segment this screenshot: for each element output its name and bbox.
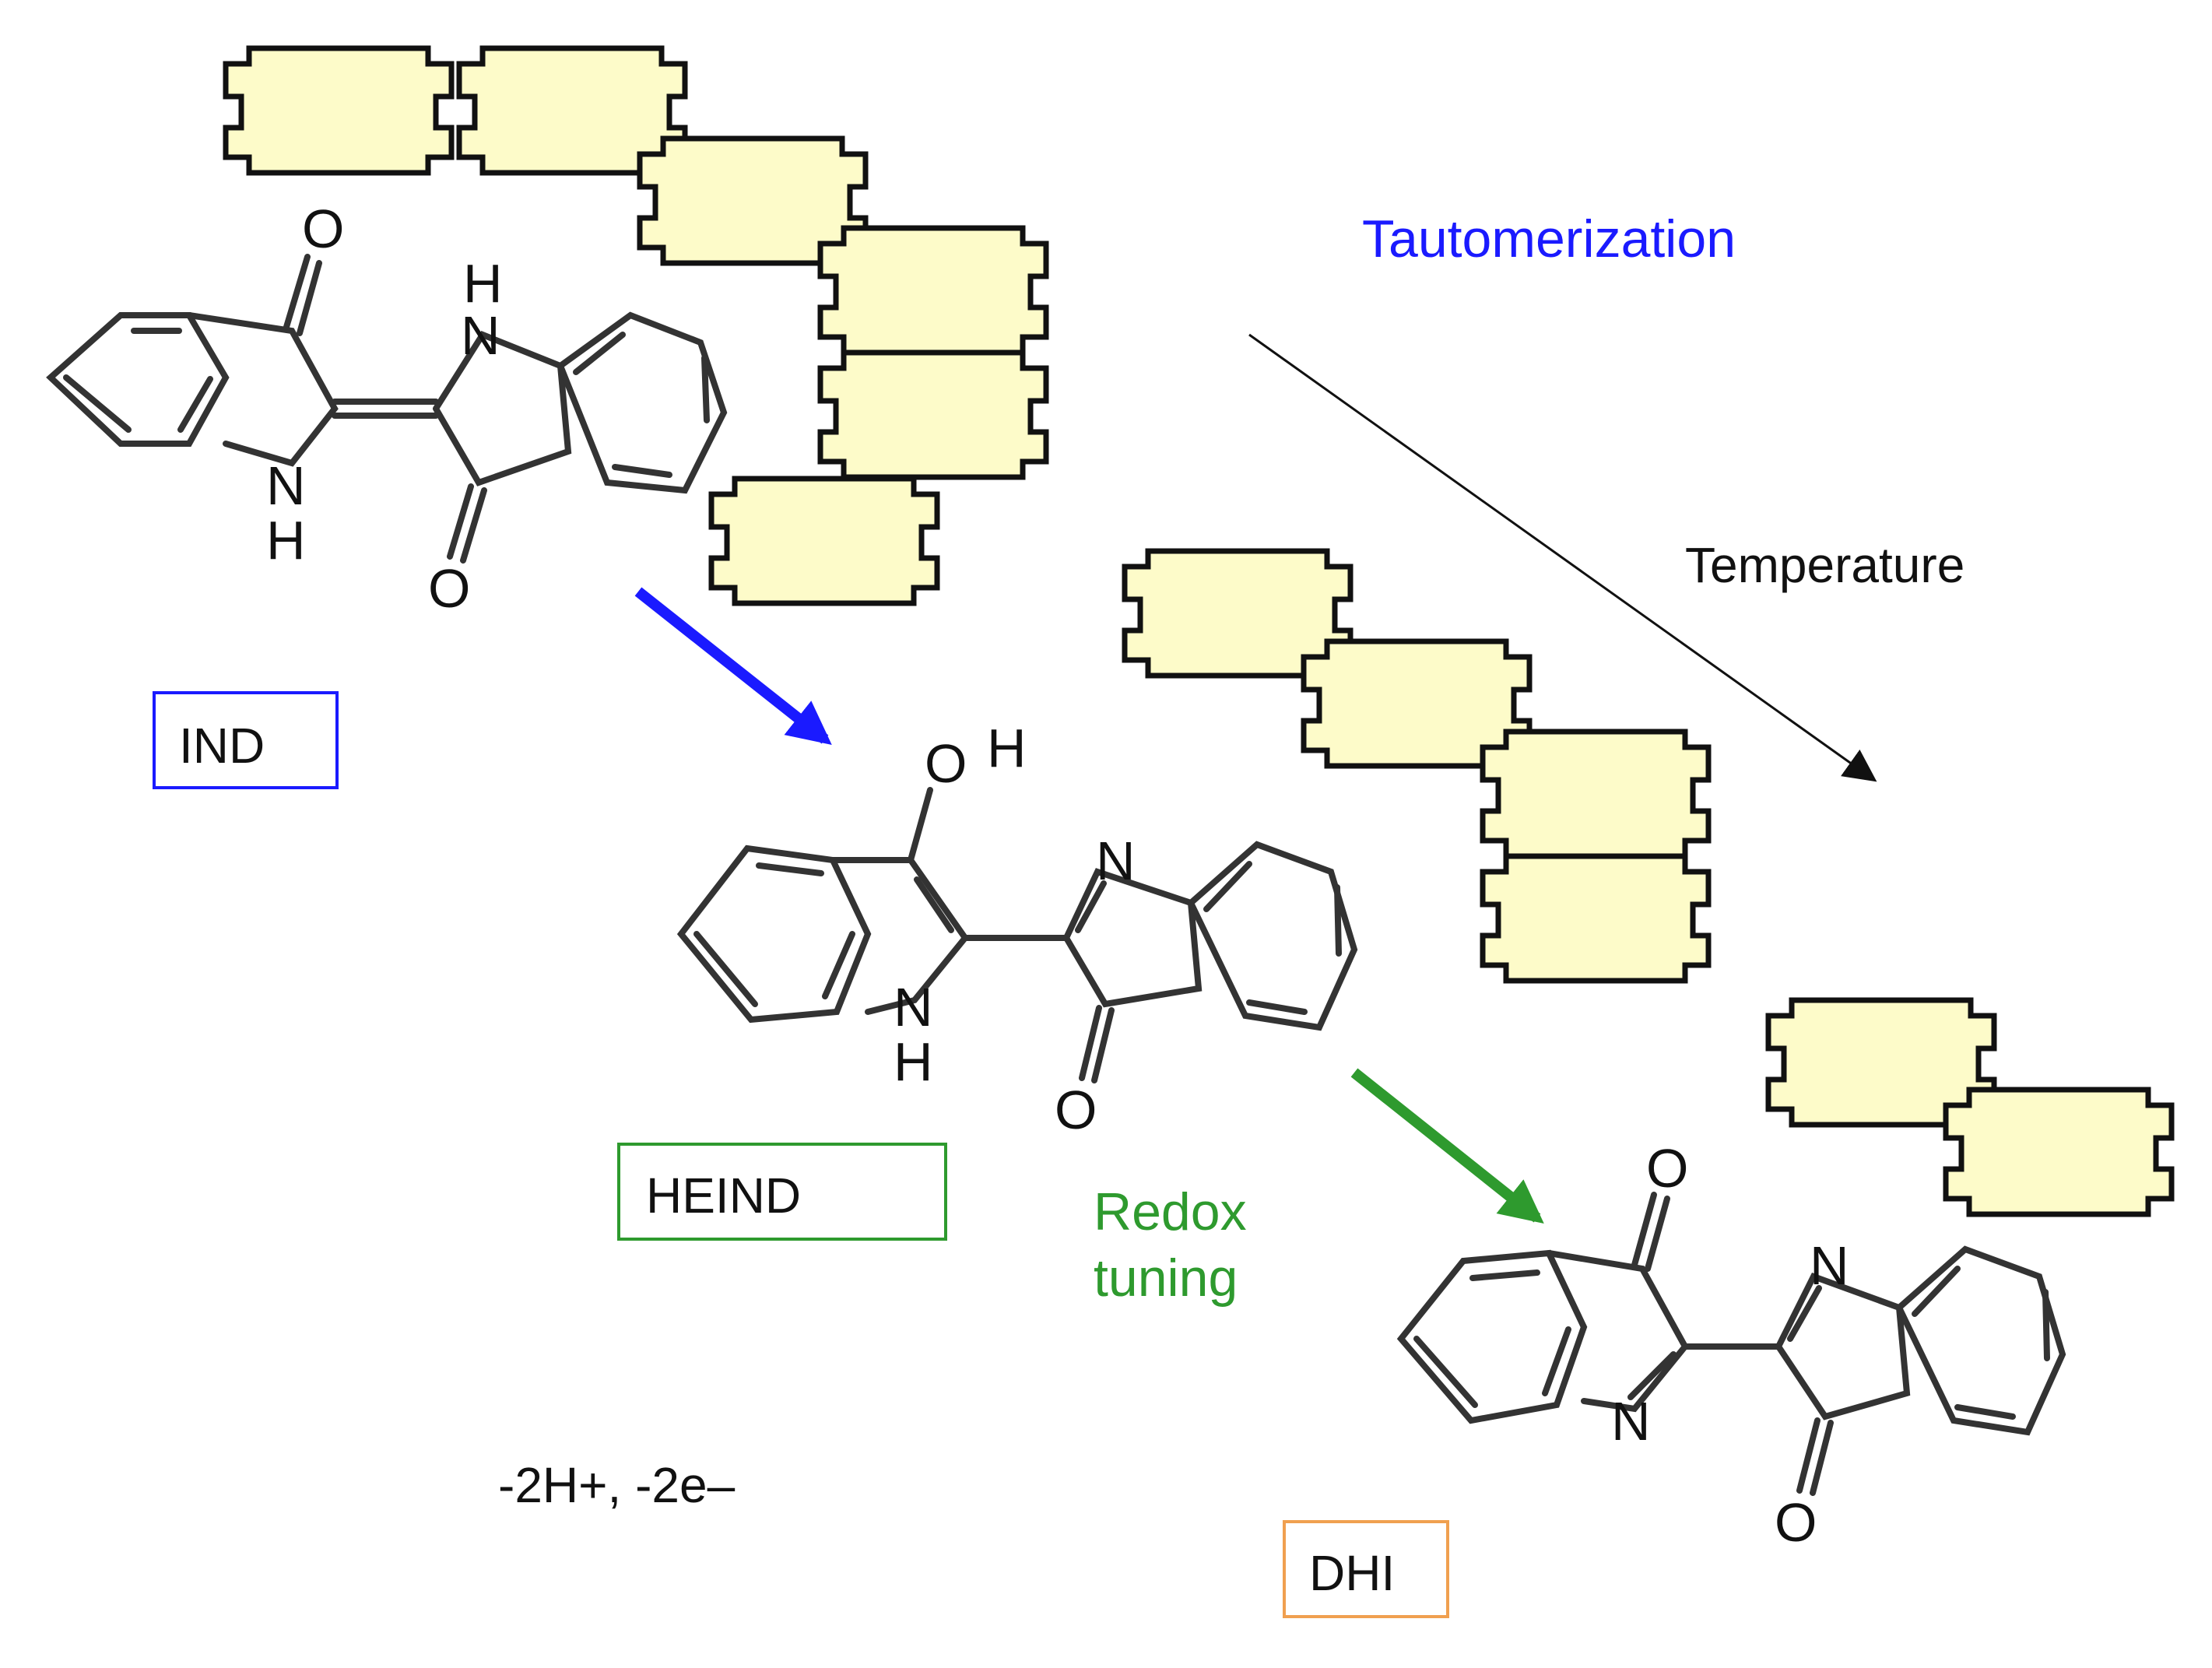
- atom-label-o: O: [428, 558, 470, 619]
- tautomerization-label: Tautomerization: [1362, 209, 1736, 269]
- atom-label-o: O: [925, 733, 967, 794]
- stack-block: [820, 353, 1046, 477]
- stack-block: [711, 479, 937, 603]
- atom-label-h: H: [266, 510, 306, 571]
- stack-blocks-group-3: [1768, 1000, 2172, 1214]
- atom-label-o: O: [1775, 1492, 1817, 1553]
- atom-label-n: N: [894, 977, 933, 1038]
- heind-molecule: [676, 787, 1358, 1083]
- ind-molecule: [46, 254, 728, 564]
- redox-label-line2: tuning: [1094, 1248, 1238, 1308]
- ind-atom-labels: O H N N H O: [266, 198, 503, 619]
- atom-label-o: O: [302, 198, 344, 259]
- ind-label-box: IND: [153, 691, 339, 789]
- atom-label-o: O: [1646, 1138, 1688, 1199]
- atom-label-n: N: [1096, 830, 1136, 891]
- temperature-label: Temperature: [1685, 537, 1964, 593]
- atom-label-h: H: [987, 718, 1027, 778]
- dhi-label: DHI: [1309, 1545, 1395, 1601]
- stack-block: [820, 228, 1046, 353]
- heind-label: HEIND: [646, 1168, 801, 1224]
- redox-arrow: [1350, 1068, 1544, 1224]
- stack-block: [226, 48, 451, 173]
- atom-label-n: N: [461, 305, 500, 366]
- atom-label-o: O: [1055, 1080, 1097, 1140]
- stack-blocks-group-2: [1125, 551, 1708, 981]
- dhi-label-box: DHI: [1283, 1520, 1449, 1618]
- stack-blocks-group-1: [226, 48, 1046, 603]
- atom-label-h: H: [894, 1031, 933, 1092]
- tautomerization-arrow: [634, 587, 832, 745]
- dhi-molecule: [1396, 1192, 2066, 1496]
- reaction-condition-label: -2H+, -2e–: [498, 1457, 736, 1513]
- temperature-arrow: [1248, 333, 1877, 782]
- redox-label-line1: Redox: [1094, 1182, 1247, 1241]
- heind-atom-labels: O H N N H O: [894, 718, 1136, 1140]
- stack-block: [1483, 856, 1708, 981]
- ind-label: IND: [179, 718, 265, 774]
- atom-label-n: N: [1810, 1235, 1849, 1296]
- stack-block: [1946, 1090, 2172, 1214]
- atom-label-h: H: [463, 253, 503, 314]
- heind-label-box: HEIND: [617, 1143, 947, 1241]
- atom-label-n: N: [1611, 1391, 1651, 1452]
- stack-block: [1483, 732, 1708, 856]
- atom-label-n: N: [266, 455, 306, 516]
- dhi-atom-labels: O N N O: [1611, 1138, 1849, 1553]
